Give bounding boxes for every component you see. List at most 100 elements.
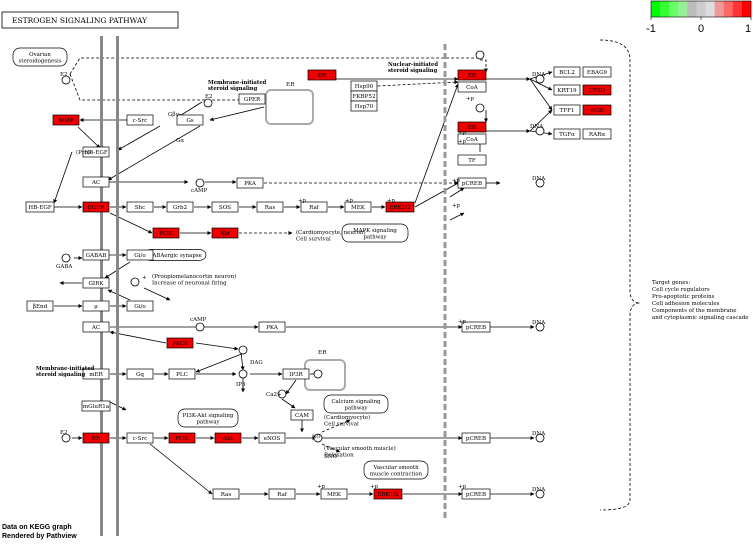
gene-box-ac1: [82, 176, 110, 188]
gene-box-tgfa: [553, 128, 581, 140]
gene-box-ac2: [82, 321, 110, 333]
map-calcium: [323, 394, 389, 414]
edge: [285, 379, 297, 395]
gene-box-gper: [238, 93, 266, 105]
diagram-label: E2: [60, 430, 68, 436]
er-compartment-mid: [304, 359, 346, 391]
map-label-gabaergic: GABAergic synapse: [148, 253, 202, 259]
gene-label-mek1: MEK: [351, 205, 366, 211]
gene-label-akt2: Akt: [222, 436, 233, 442]
map-label-pi3kakt: pathway: [196, 419, 220, 425]
gene-box-erk2: [373, 488, 403, 500]
gene-label-gper: GPER: [244, 97, 261, 103]
gene-label-mglur: mGluR1a: [83, 404, 110, 410]
phosphorylation-label: +p: [452, 178, 460, 184]
gene-box-raf2: [268, 488, 296, 500]
gene-box-er1: [307, 69, 337, 81]
gene-label-hbegf2: HB-EGF: [28, 205, 52, 211]
diagram-label: ER: [318, 350, 327, 356]
gene-label-pcreb1: pCREB: [462, 181, 482, 187]
gene-label-mmp: MMP: [58, 118, 73, 124]
diagram-label: cAMP: [191, 188, 208, 194]
diagram-label: E2: [205, 94, 213, 100]
map-label-calcium: pathway: [344, 405, 368, 411]
gene-box-ip3r: [282, 368, 310, 380]
gene-box-pi3k2: [168, 432, 196, 444]
gene-box-egfr: [82, 201, 110, 213]
page-title: ESTROGEN SIGNALING PATHWAY: [12, 16, 148, 25]
edge: [281, 398, 296, 409]
edge: [480, 59, 488, 73]
diagram-label: and cytoplasmic signaling cascade: [652, 315, 749, 321]
legend-tick-label: -1: [646, 23, 656, 35]
edge: [529, 109, 553, 132]
footer-line-1: Data on KEGG graph: [2, 524, 72, 531]
phosphorylation-label: +p: [466, 96, 474, 102]
legend-swatch: [714, 1, 724, 17]
diagram-label: (Pro)-: [76, 149, 92, 156]
gene-label-raf1: Raf: [309, 205, 320, 211]
map-label-vascular: Vascular smooth: [372, 465, 419, 471]
diagram-label: (Vascular smooth muscle): [324, 445, 396, 452]
gene-box-akt2: [214, 432, 242, 444]
phosphorylation-label: +p: [458, 484, 466, 490]
gene-box-hsp70: [350, 100, 378, 112]
gene-label-ctsd: CTSD: [589, 88, 606, 94]
compound-circle: [195, 322, 205, 332]
gene-label-pgr: PGR: [591, 108, 604, 114]
gene-box-mek2: [320, 488, 348, 500]
gene-label-gs: Gs: [186, 118, 193, 124]
gene-label-er1: ER: [318, 73, 327, 79]
map-mapk: [341, 223, 409, 243]
diagram-label: SNO: [324, 454, 338, 460]
gene-label-ras1: Ras: [265, 205, 276, 211]
gene-box-pcreb4: [461, 488, 491, 500]
phosphorylation-label: +p: [452, 203, 460, 209]
diagram-label: Ca2+: [266, 392, 282, 398]
gene-label-gabab: GABAB: [86, 253, 107, 259]
gene-label-pcreb4: pCREB: [466, 492, 486, 498]
diagram-label: IP3: [236, 382, 246, 388]
diagram-label: cAMP: [190, 317, 207, 323]
gene-label-pi3k2: PI3K: [175, 436, 190, 442]
compound-circle: [277, 389, 287, 399]
diagram-label: Cell survival: [296, 237, 331, 243]
edge: [209, 106, 265, 122]
diagram-label: +: [142, 275, 147, 281]
diagram-label: Membrane-initiated: [36, 366, 95, 372]
diagram-label: (Cardiomyocyte): [324, 414, 370, 421]
edge: [321, 443, 341, 453]
diagram-label: Components of the membrane: [652, 308, 736, 314]
diagram-label: DNA: [532, 431, 546, 437]
gene-box-er4: [82, 432, 110, 444]
compound-circle: [475, 103, 485, 113]
gene-label-tgfa: TGFα: [559, 132, 575, 138]
gene-box-girk: [82, 277, 110, 289]
diagram-label: Nuclear-initiated: [388, 62, 438, 68]
compound-circle: [535, 178, 545, 188]
compound-circle: [475, 50, 485, 60]
legend-swatch: [696, 1, 706, 17]
diagram-label: Pro-apoptotic proteins: [652, 294, 715, 300]
gene-label-egfr: EGFR: [88, 205, 105, 211]
gene-label-sos: SOS: [219, 205, 231, 211]
legend-swatch: [741, 1, 752, 17]
gene-box-mu: [82, 300, 110, 312]
map-label-calcium: Calcium signaling: [331, 399, 381, 405]
compound-circle: [130, 277, 140, 287]
gene-label-tf: TF: [468, 158, 476, 164]
gene-box-plc: [168, 368, 196, 380]
edge: [143, 287, 171, 301]
edge: [53, 151, 73, 204]
gene-box-mer: [82, 368, 110, 380]
diagram-label: Gα: [176, 138, 184, 144]
gene-box-ras1: [256, 201, 284, 213]
compound-circle: [535, 433, 545, 443]
gene-label-gq: Gq: [136, 372, 144, 378]
diagram-label: DNA: [532, 320, 546, 326]
gene-box-bend: [26, 300, 54, 312]
gene-label-pkcd: PKCδ: [172, 341, 188, 347]
